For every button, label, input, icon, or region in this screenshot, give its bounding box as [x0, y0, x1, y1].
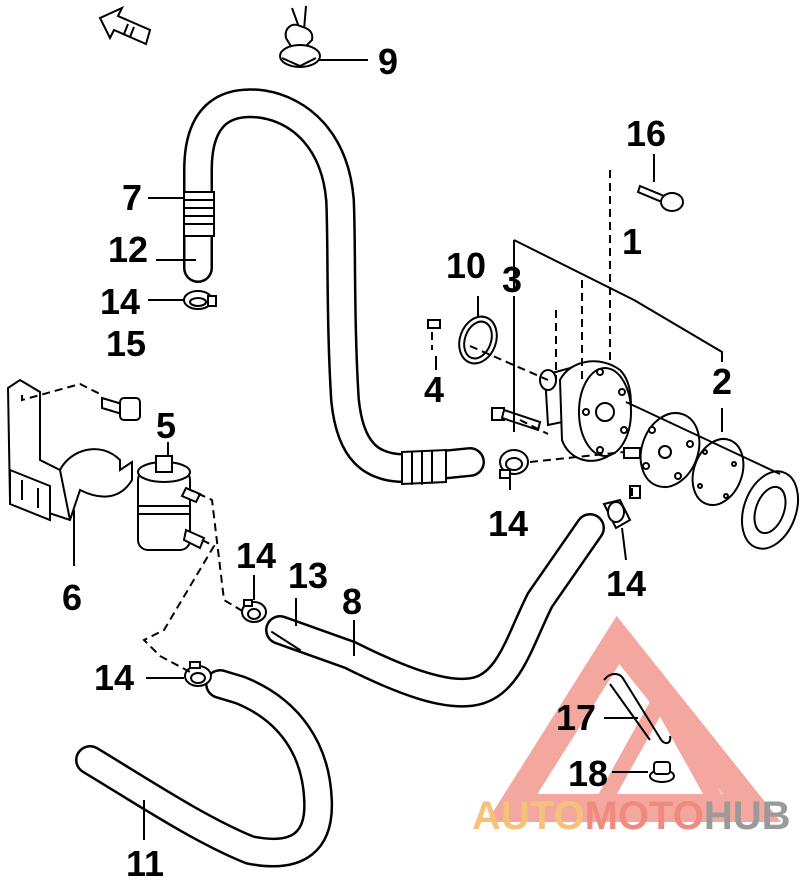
label-part-15: 15 [106, 323, 147, 364]
label-part-2: 2 [712, 361, 733, 402]
label-part-13: 13 [288, 555, 329, 596]
bracket-part-6 [6, 378, 133, 522]
label-part-17: 17 [556, 697, 597, 738]
pin-part-4 [427, 319, 441, 329]
hose-part-8 [265, 513, 605, 708]
label-part-10: 10 [446, 245, 487, 286]
label-part-6: 6 [62, 577, 83, 618]
front-arrow-icon [98, 5, 152, 46]
label-part-8: 8 [342, 581, 363, 622]
label-part-7: 7 [122, 177, 143, 218]
assembly-dashed-lines [21, 170, 633, 673]
grommet-part-18 [649, 761, 675, 783]
fuel-filter-part-5 [137, 455, 206, 551]
label-part-14-a: 14 [100, 281, 141, 322]
label-part-18: 18 [568, 753, 609, 794]
label-part-9: 9 [378, 41, 399, 82]
label-part-16: 16 [626, 113, 667, 154]
gasket-part-10 [458, 315, 498, 365]
watermark-hub: HUB [703, 794, 791, 838]
label-part-14-e: 14 [94, 657, 135, 698]
label-part-4: 4 [424, 369, 445, 410]
clamp-part-14-b [499, 449, 529, 479]
label-leader-lines [73, 154, 781, 840]
label-part-11: 11 [126, 843, 165, 884]
label-part-12: 12 [108, 229, 149, 270]
label-part-14-d: 14 [236, 535, 277, 576]
label-part-14-b: 14 [488, 503, 529, 544]
bolt-part-16 [636, 184, 684, 212]
label-part-3: 3 [502, 259, 523, 300]
clamp-part-14-e [184, 661, 212, 687]
bolt-part-15 [101, 396, 141, 421]
hose-part-7 [183, 88, 485, 486]
diaphragm-part-2 [691, 438, 745, 506]
clip-part-9 [279, 5, 368, 68]
fuel-pump-part-1 [539, 360, 632, 462]
watermark-logo: AUTOMOTOHUB [472, 796, 791, 836]
hose-part-11 [75, 669, 334, 868]
label-part-1: 1 [622, 221, 643, 262]
wire-part-17 [603, 673, 672, 744]
label-part-5: 5 [156, 405, 177, 446]
clamp-part-14-d [241, 599, 267, 623]
clamp-part-14-c [602, 498, 632, 530]
label-part-14-c: 14 [606, 563, 647, 604]
watermark-triangle [486, 615, 782, 822]
pump-gasket-ring [740, 470, 800, 550]
pump-cover-plate [623, 412, 701, 499]
watermark-auto: AUTO [472, 794, 585, 838]
clamp-part-14-a [183, 290, 217, 310]
watermark-moto: MOTO [584, 794, 704, 838]
